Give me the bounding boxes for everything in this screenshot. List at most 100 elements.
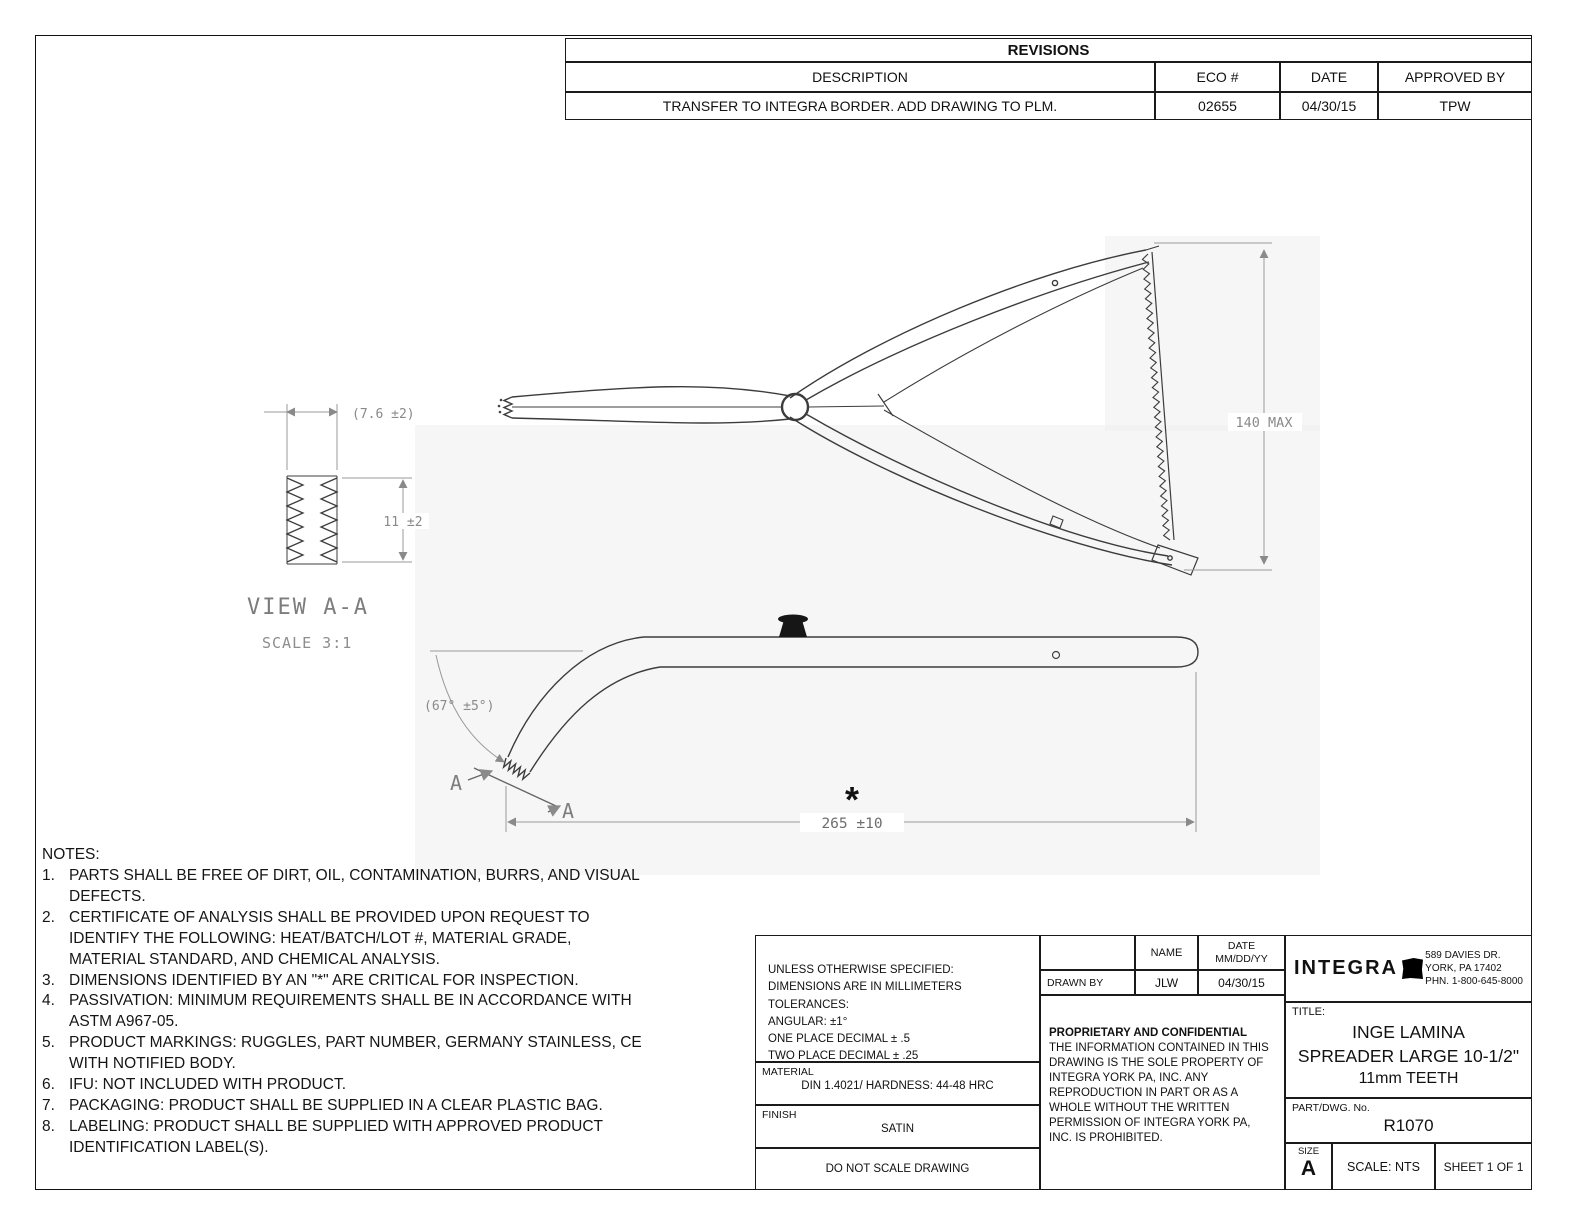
note-text: PRODUCT MARKINGS: RUGGLES, PART NUMBER, … [69, 1034, 642, 1073]
latch-pin [1167, 555, 1173, 561]
logo-row: INTEGRA 589 DAVIES DR. YORK, PA 17402 PH… [1286, 936, 1531, 1001]
knob-stem [779, 620, 807, 637]
tip-dot-3 [498, 410, 502, 414]
title-line3: 11mm TEETH [1358, 1070, 1459, 1088]
tip-dot-2 [497, 404, 501, 408]
drawn-by-name-cell: JLW [1135, 970, 1198, 995]
integra-wordmark: INTEGRA [1294, 957, 1398, 979]
note-text: IFU: NOT INCLUDED WITH PRODUCT. [69, 1076, 346, 1094]
scale-value: SCALE: NTS [1347, 1159, 1420, 1174]
elbow-outer [507, 636, 645, 758]
revision-date: 04/30/15 [1301, 98, 1357, 114]
revisions-header-eco-label: ECO # [1196, 69, 1239, 85]
handle-top-edge [511, 385, 791, 398]
no-scale-cell: DO NOT SCALE DRAWING [755, 1148, 1040, 1190]
spreader-side-view [502, 614, 1199, 782]
material-label: MATERIAL [762, 1066, 814, 1078]
note-number: 6. [42, 1076, 55, 1094]
tolerance-line: TOLERANCES: [768, 998, 849, 1011]
company-address: 589 DAVIES DR. YORK, PA 17402 PHN. 1-800… [1425, 949, 1523, 988]
address-line3: PHN. 1-800-645-8000 [1425, 976, 1523, 987]
note-number: 3. [42, 971, 55, 989]
finish-label: FINISH [762, 1109, 797, 1121]
inner-wishbone-upper [883, 267, 1144, 403]
part-number-label: PART/DWG. No. [1292, 1102, 1370, 1114]
upper-arm-screw [1051, 279, 1059, 287]
drawn-by-date-cell: 04/30/15 [1198, 970, 1285, 995]
revision-description: TRANSFER TO INTEGRA BORDER. ADD DRAWING … [662, 98, 1058, 114]
revisions-header-date-label: DATE [1310, 69, 1348, 85]
size-cell: SIZE A [1285, 1143, 1332, 1190]
note-text: PACKAGING: PRODUCT SHALL BE SUPPLIED IN … [69, 1097, 603, 1115]
drawn-by-name: JLW [1154, 975, 1179, 990]
note-item: 1. PARTS SHALL BE FREE OF DIRT, OIL, CON… [42, 866, 662, 908]
bar-outline [644, 636, 1199, 668]
size-label: SIZE [1297, 1146, 1320, 1157]
view-aa-detail [285, 475, 339, 565]
note-text: PARTS SHALL BE FREE OF DIRT, OIL, CONTAM… [69, 866, 640, 905]
note-item: 6. IFU: NOT INCLUDED WITH PRODUCT. [42, 1075, 662, 1096]
dim-76 [264, 404, 338, 470]
lower-arm-inner [805, 413, 1169, 557]
revisions-header-description: DESCRIPTION [565, 62, 1155, 92]
elbow-inner [529, 666, 661, 773]
tip-dot-1 [499, 398, 503, 402]
note-item: 5. PRODUCT MARKINGS: RUGGLES, PART NUMBE… [42, 1033, 662, 1075]
proprietary-text: THE INFORMATION CONTAINED IN THIS DRAWIN… [1049, 1041, 1269, 1144]
dim-140-text: 140 MAX [1236, 415, 1293, 431]
dim-265 [505, 672, 1197, 832]
section-arrow-2 [547, 805, 562, 817]
ratchet-top-join [1145, 245, 1160, 251]
finish-cell: FINISH SATIN [755, 1105, 1040, 1148]
crossing-tick [877, 393, 894, 417]
title-line1: INGE LAMINA [1352, 1022, 1465, 1042]
date-header-line1: DATE [1227, 939, 1256, 952]
upper-arm-outer [789, 249, 1147, 399]
tolerance-line: DIMENSIONS ARE IN MILLIMETERS [768, 981, 962, 994]
dim-265-text: 265 ±10 [821, 816, 882, 832]
dim-11-text: 11 ±2 [383, 515, 422, 530]
integra-logo: INTEGRA [1294, 957, 1423, 980]
dim-76-text: (7.6 ±2) [352, 407, 415, 422]
title-cell: TITLE: INGE LAMINA SPREADER LARGE 10-1/2… [1285, 1002, 1532, 1098]
bar-hole [1051, 650, 1061, 660]
material-cell: MATERIAL DIN 1.4021/ HARDNESS: 44-48 HRC [755, 1062, 1040, 1105]
note-number: 8. [42, 1117, 55, 1135]
lower-arm-outer [789, 416, 1173, 566]
material-value: DIN 1.4021/ HARDNESS: 44-48 HRC [801, 1080, 994, 1092]
spreader-top-view [497, 245, 1199, 576]
revisions-header-date: DATE [1280, 62, 1378, 92]
revisions-header-description-label: DESCRIPTION [812, 69, 908, 85]
note-number: 4. [42, 992, 55, 1010]
jaw-left-teeth [285, 477, 305, 563]
section-a-label-2: A [562, 799, 574, 823]
note-text: LABELING: PRODUCT SHALL BE SUPPLIED WITH… [69, 1117, 603, 1156]
revisions-header-eco: ECO # [1155, 62, 1280, 92]
proprietary-cell: PROPRIETARY AND CONFIDENTIAL THE INFORMA… [1040, 995, 1285, 1190]
revision-approved: TPW [1439, 98, 1471, 114]
tolerance-line: TWO PLACE DECIMAL ± .25 [768, 1050, 919, 1063]
note-item: 2. CERTIFICATE OF ANALYSIS SHALL BE PROV… [42, 908, 662, 971]
note-number: 7. [42, 1097, 55, 1115]
scale-cell: SCALE: NTS [1332, 1143, 1435, 1190]
revisions-header-approved: APPROVED BY [1378, 62, 1532, 92]
revision-row-description: TRANSFER TO INTEGRA BORDER. ADD DRAWING … [565, 92, 1155, 120]
drawing-title: INGE LAMINA SPREADER LARGE 10-1/2" 11mm … [1286, 1020, 1531, 1090]
sheet-cell: SHEET 1 OF 1 [1435, 1143, 1532, 1190]
revision-row-approved: TPW [1378, 92, 1532, 120]
section-a-label-1: A [450, 771, 462, 795]
ratchet-edge [1151, 251, 1175, 541]
dim-265-text-bg [800, 813, 904, 832]
revisions-title: REVISIONS [1007, 41, 1090, 59]
signoff-blank-cell [1040, 935, 1135, 970]
dim-11-text-bg [377, 513, 429, 529]
title-line2: SPREADER LARGE 10-1/2" [1297, 1046, 1520, 1067]
pivot-circle [780, 392, 810, 422]
part-number-cell: PART/DWG. No. R1070 [1285, 1098, 1532, 1143]
size-value: A [1300, 1157, 1317, 1180]
note-text: CERTIFICATE OF ANALYSIS SHALL BE PROVIDE… [69, 908, 590, 968]
integra-logo-mark [1402, 958, 1423, 979]
angle-arc [435, 654, 505, 763]
